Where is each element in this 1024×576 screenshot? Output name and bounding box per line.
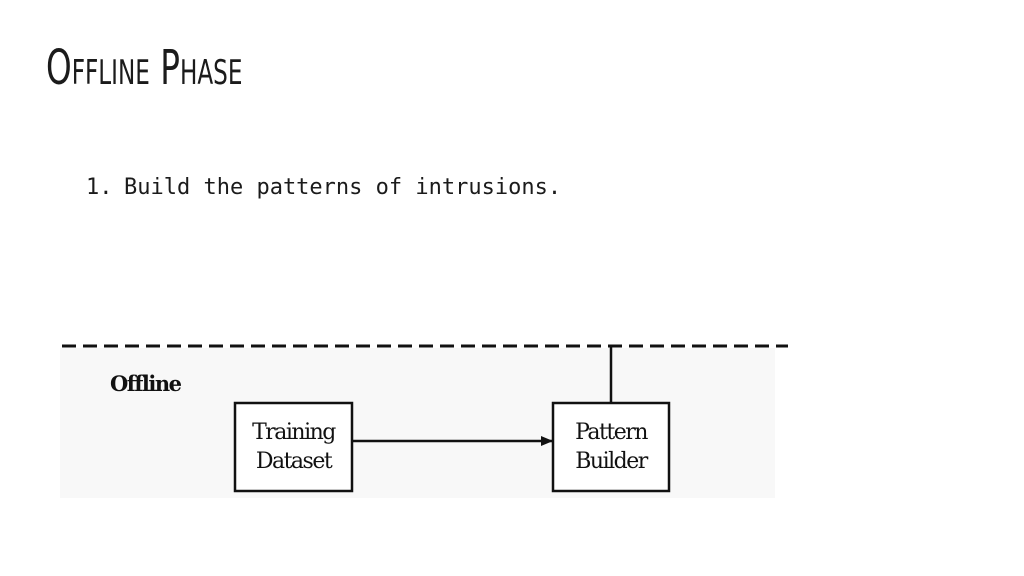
- training-dataset-line1: Training: [252, 420, 336, 445]
- list-item: 1. Build the patterns of intrusions.: [86, 175, 561, 200]
- pattern-builder-line2: Builder: [575, 449, 649, 474]
- bullet-list: 1. Build the patterns of intrusions.: [86, 175, 561, 200]
- slide-title: Offline Phase: [46, 40, 243, 96]
- training-dataset-box: [233, 401, 354, 493]
- offline-label: Offline: [110, 371, 182, 396]
- list-item-text: Build the patterns of intrusions.: [124, 175, 562, 200]
- training-dataset-line2: Dataset: [256, 449, 333, 474]
- pattern-builder-box: [551, 401, 671, 493]
- training-dataset-node: Training Dataset: [233, 401, 354, 493]
- list-item-number: 1.: [86, 175, 113, 200]
- pattern-builder-line1: Pattern: [575, 420, 648, 445]
- pattern-builder-node: Pattern Builder: [551, 401, 671, 493]
